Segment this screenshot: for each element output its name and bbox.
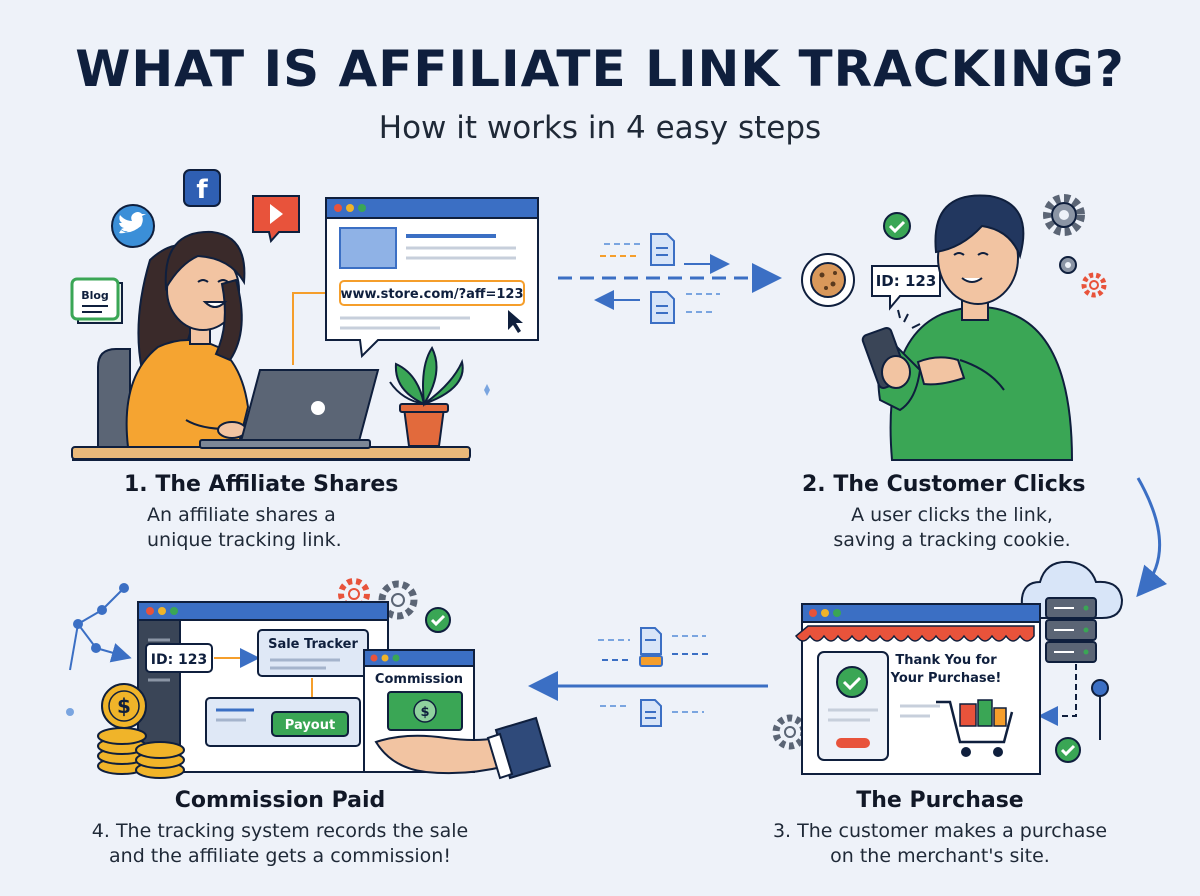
blog-label: Blog bbox=[81, 289, 109, 302]
id-tag: ID: 123 bbox=[871, 265, 941, 311]
step1-title: 1. The Affiliate Shares bbox=[124, 472, 399, 497]
twitter-icon bbox=[111, 204, 155, 248]
data-return-arrows bbox=[528, 627, 768, 727]
step4-illustration: ID: 123 Sale Tracker Payout $ bbox=[66, 578, 552, 780]
checkmark-icon bbox=[883, 212, 911, 240]
server-icon bbox=[1045, 597, 1097, 663]
step3-illustration: Thank You for Your Purchase! bbox=[772, 560, 1124, 775]
step4-description-line2: and the affiliate gets a commission! bbox=[109, 845, 451, 867]
step3-description-line1: 3. The customer makes a purchase bbox=[772, 820, 1108, 842]
gear-icon bbox=[1043, 194, 1085, 236]
tracking-url: www.store.com/?aff=123 bbox=[341, 287, 524, 302]
cursor-icon bbox=[508, 310, 523, 333]
thank-you-line2: Your Purchase! bbox=[890, 671, 1002, 686]
gear-icon bbox=[1081, 272, 1107, 298]
step4-description-line1: 4. The tracking system records the sale bbox=[91, 820, 469, 842]
facebook-icon: f bbox=[183, 169, 221, 207]
cookie-icon bbox=[801, 253, 855, 307]
dashboard-window: ID: 123 Sale Tracker Payout bbox=[137, 601, 389, 773]
commission-window: Commission $ bbox=[363, 649, 475, 773]
banknote-symbol: $ bbox=[420, 705, 429, 720]
affiliate-woman bbox=[125, 230, 250, 448]
giving-hand bbox=[374, 716, 552, 780]
cookie-id-label: ID: 123 bbox=[876, 272, 937, 290]
step1-description: An affiliate shares a unique tracking li… bbox=[147, 503, 342, 553]
payout-label: Payout bbox=[285, 718, 335, 733]
buy-button-graphic bbox=[836, 738, 870, 748]
coin-symbol: $ bbox=[117, 694, 131, 718]
checkmark-icon bbox=[425, 607, 451, 633]
store-awning bbox=[794, 625, 1035, 642]
receipt-card bbox=[817, 651, 889, 761]
gear-icon bbox=[772, 714, 808, 750]
step3-title: The Purchase bbox=[856, 788, 1024, 813]
sale-tracker-label: Sale Tracker bbox=[268, 637, 358, 652]
affiliate-browser-window: www.store.com/?aff=123 bbox=[325, 197, 539, 359]
payout-badge bbox=[271, 711, 349, 737]
step2-illustration: ID: 123 bbox=[801, 194, 1168, 598]
step2-description-line1: A user clicks the link, bbox=[851, 504, 1053, 526]
step1-description-line2: unique tracking link. bbox=[147, 529, 342, 551]
tracking-id-label: ID: 123 bbox=[151, 652, 208, 668]
page-subtitle: How it works in 4 easy steps bbox=[378, 110, 822, 146]
store-window: Thank You for Your Purchase! bbox=[794, 603, 1041, 775]
document-icon bbox=[650, 291, 675, 324]
document-icon bbox=[640, 627, 662, 655]
sparkle bbox=[484, 384, 490, 396]
step2-description: A user clicks the link, saving a trackin… bbox=[792, 503, 1112, 553]
shopping-cart-icon bbox=[936, 699, 1014, 757]
blog-icon: Blog bbox=[70, 277, 123, 324]
checkmark-icon bbox=[1055, 737, 1081, 763]
video-play-icon bbox=[252, 195, 300, 244]
step2-title: 2. The Customer Clicks bbox=[802, 472, 1086, 497]
document-icon bbox=[650, 233, 675, 266]
commission-label: Commission bbox=[375, 672, 463, 687]
data-transfer-arrows bbox=[558, 233, 782, 324]
laptop bbox=[199, 369, 380, 449]
step4-title: Commission Paid bbox=[174, 788, 386, 813]
id-badge bbox=[145, 643, 213, 673]
flow-arrow-down bbox=[1136, 477, 1168, 598]
tracking-link-field bbox=[339, 280, 525, 306]
step1-description-line1: An affiliate shares a bbox=[147, 504, 336, 526]
facebook-glyph: f bbox=[196, 175, 208, 205]
plant bbox=[389, 346, 464, 447]
gear-icon bbox=[378, 580, 418, 620]
network-nodes-icon bbox=[66, 583, 132, 716]
coin-stack: $ bbox=[97, 683, 185, 779]
customer-man bbox=[861, 194, 1074, 461]
step3-description: 3. The customer makes a purchase on the … bbox=[740, 819, 1140, 869]
step1-illustration: f Blog bbox=[70, 169, 539, 461]
chair bbox=[97, 348, 131, 448]
page-title: WHAT IS AFFILIATE LINK TRACKING? bbox=[75, 40, 1125, 98]
step4-description: 4. The tracking system records the sale … bbox=[40, 819, 520, 869]
gear-icon bbox=[1059, 256, 1077, 274]
thank-you-line1: Thank You for bbox=[895, 653, 997, 668]
document-icon bbox=[640, 699, 662, 727]
step2-description-line2: saving a tracking cookie. bbox=[833, 529, 1071, 551]
step3-description-line2: on the merchant's site. bbox=[830, 845, 1050, 867]
